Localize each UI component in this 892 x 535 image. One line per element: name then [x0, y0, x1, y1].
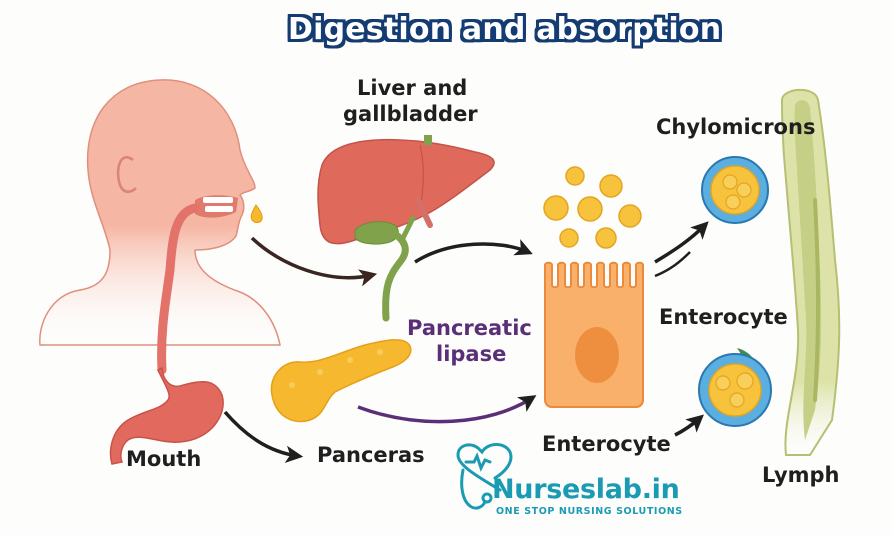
arrow-tail-extra [654, 251, 691, 278]
chylomicron-upper [701, 156, 769, 224]
label-chylomicrons: Chylomicrons [656, 115, 816, 139]
arrow-lipase-to-enterocyte [357, 395, 537, 424]
label-mouth: Mouth [126, 447, 202, 471]
lymph-vessel [780, 88, 841, 456]
label-pancreas: Panceras [317, 443, 425, 467]
logo-tagline: ONE STOP NURSING SOLUTIONS [496, 506, 683, 517]
liver-gallbladder-illustration [317, 135, 495, 322]
pancreas-illustration [270, 339, 412, 423]
label-enterocyte-right: Enterocyte [659, 305, 788, 329]
label-liver-line1: Liver and [357, 76, 468, 100]
arrow-stomach-to-pancreas [223, 410, 304, 464]
page-title: Digestion and absorption [288, 12, 722, 47]
arrow-liver-to-fat [414, 239, 533, 264]
fat-droplets [543, 166, 642, 249]
logo-name: Nurseslab.in [492, 474, 680, 505]
arrow-enterocyte-to-chylomicron [654, 221, 709, 264]
enterocyte-cell [544, 261, 644, 408]
label-pancreatic-line2: lipase [436, 342, 507, 366]
label-pancreatic-line1: Pancreatic [407, 316, 532, 340]
arrow-mouth-to-liver [250, 236, 378, 287]
stomach-illustration [109, 366, 224, 465]
nurseslab-logo-icon [456, 443, 513, 510]
label-lymph: Lymph [762, 463, 840, 487]
human-head-illustration [39, 79, 281, 375]
label-enterocyte-bottom: Enterocyte [542, 432, 671, 456]
chylomicron-lower [698, 348, 772, 427]
arrow-to-chylomicron-lower [674, 414, 704, 437]
label-liver-line2: gallbladder [343, 102, 478, 126]
